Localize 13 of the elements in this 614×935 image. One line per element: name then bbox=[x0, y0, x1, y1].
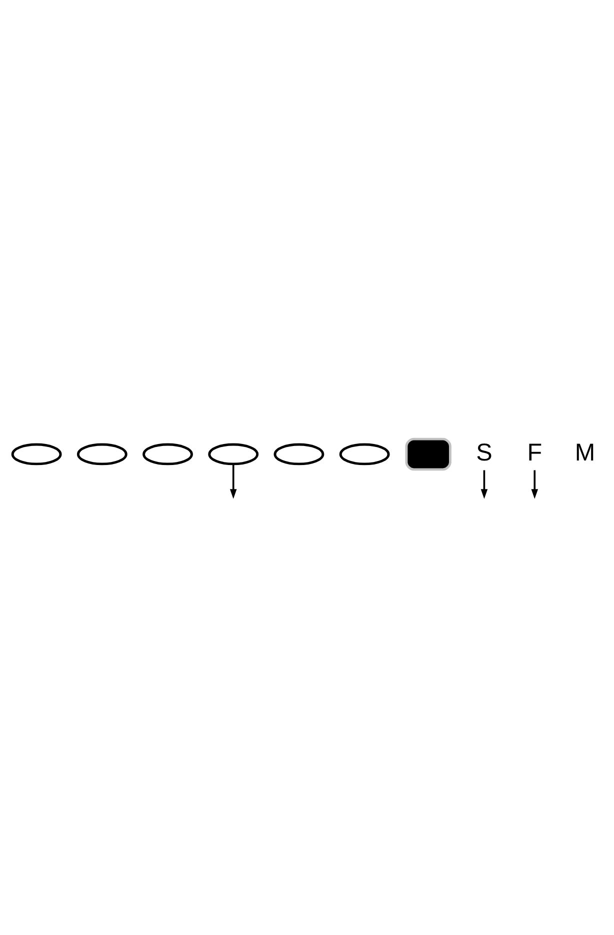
node-text: F bbox=[527, 439, 542, 466]
arrow bbox=[480, 470, 488, 499]
node-box bbox=[405, 438, 452, 471]
node-ellipse bbox=[11, 443, 62, 466]
node-ellipse bbox=[76, 443, 128, 466]
node-ellipse bbox=[274, 443, 324, 466]
node-text: S bbox=[476, 439, 492, 466]
arrow bbox=[531, 470, 538, 499]
node-ellipse bbox=[339, 443, 390, 466]
node-ellipse bbox=[142, 443, 193, 466]
label: M bbox=[574, 439, 596, 466]
arrow bbox=[230, 464, 237, 499]
node-ellipse bbox=[208, 443, 259, 466]
